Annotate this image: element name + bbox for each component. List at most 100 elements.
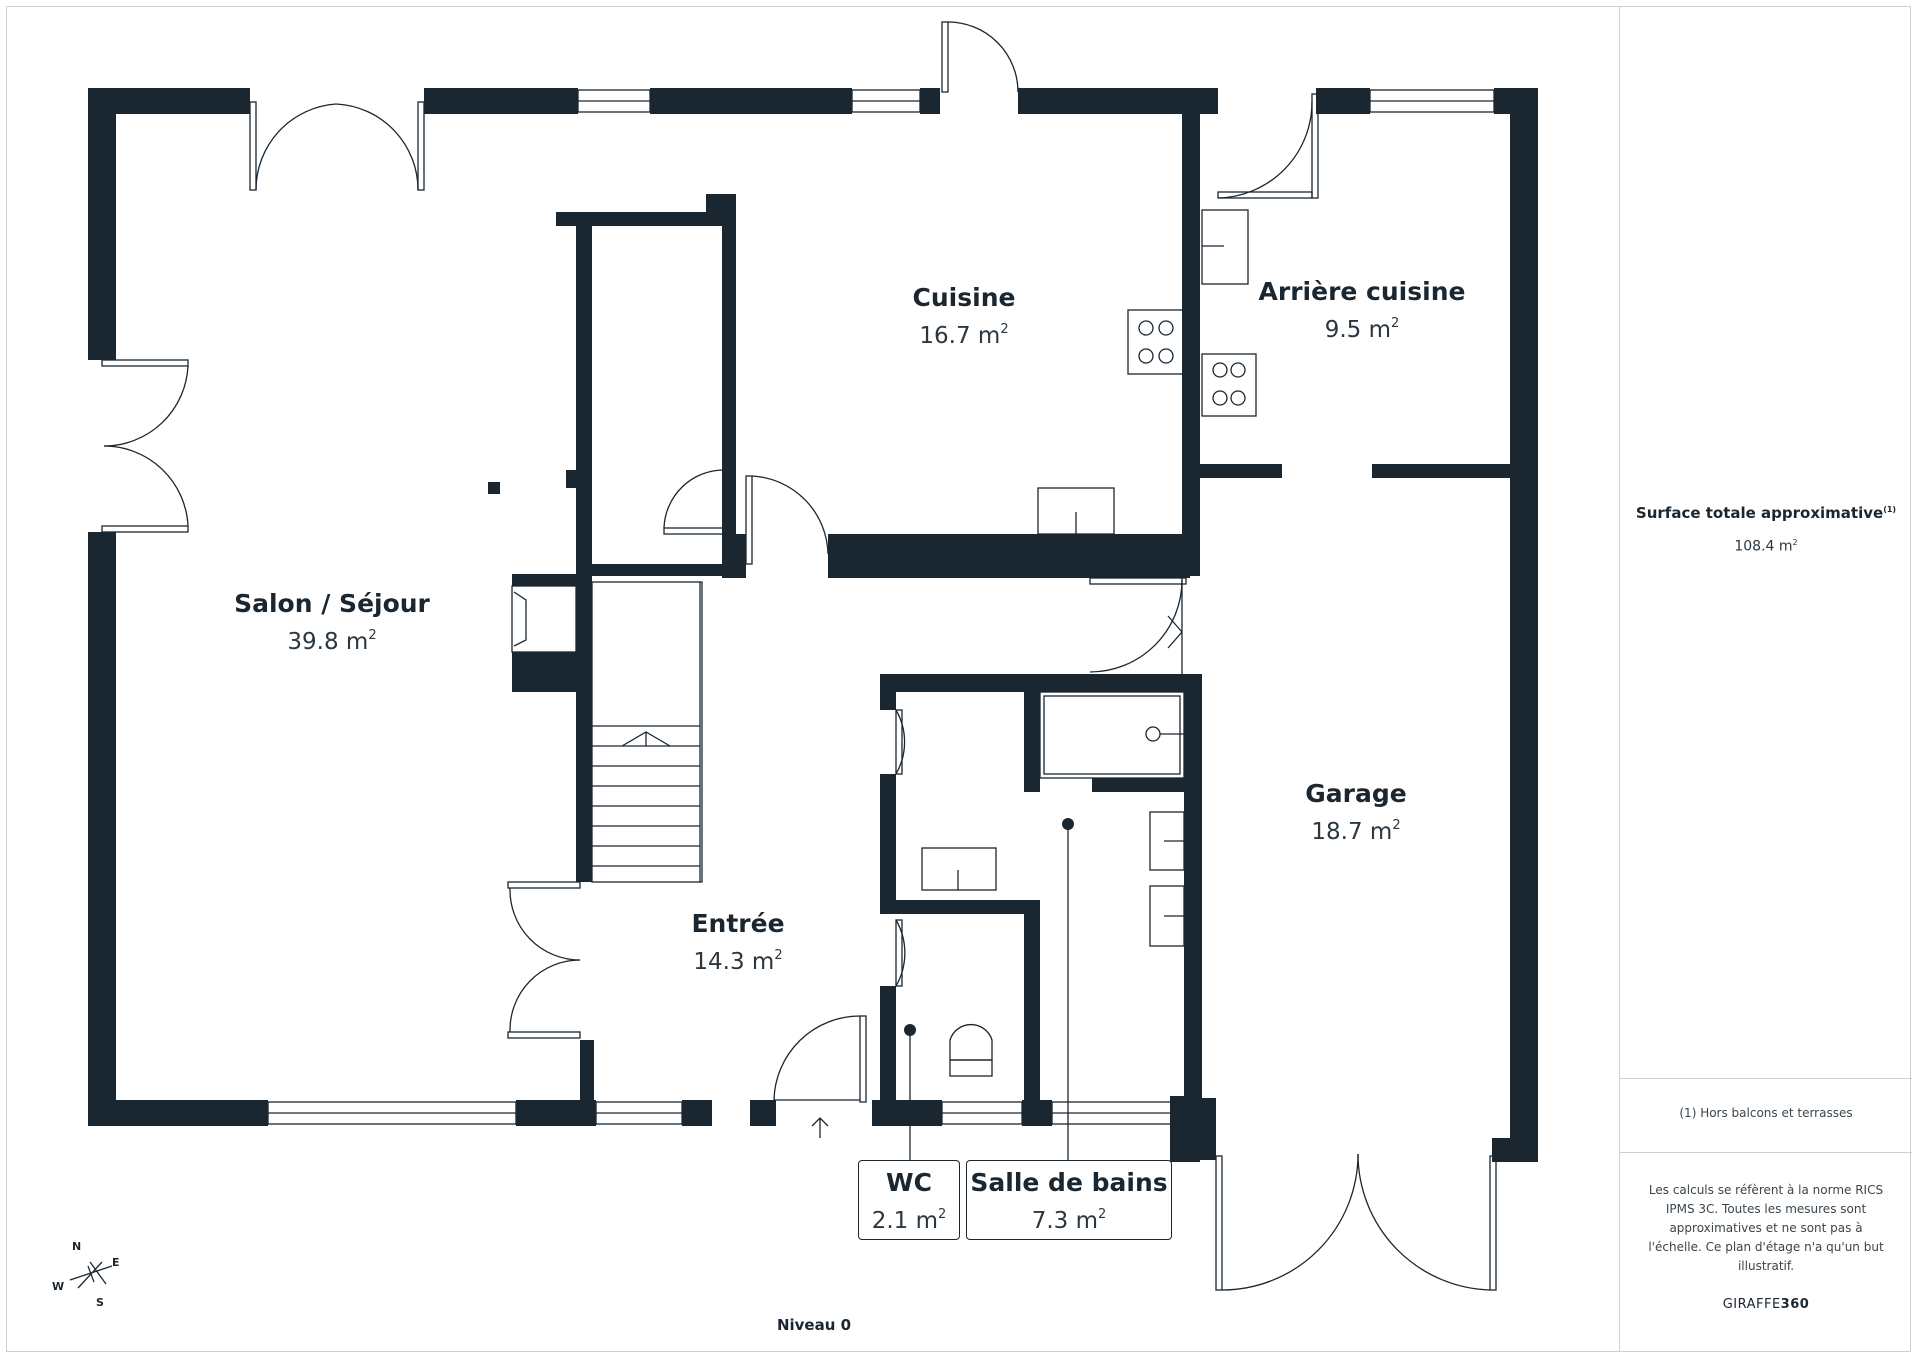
room-salon: Salon / Séjour 39.8 m2	[234, 588, 430, 658]
fireplace-top	[512, 574, 576, 586]
wall-garage-sw	[1170, 1096, 1200, 1162]
door-leaf-kitchen	[941, 21, 949, 93]
toilet	[949, 1023, 993, 1061]
room-name-cuisine: Cuisine	[912, 283, 1016, 312]
sidebar-divider-1	[1620, 1078, 1912, 1079]
garage-door-leaf-b	[1489, 1155, 1497, 1291]
callout-sdb: Salle de bains 7.3 m2	[966, 1160, 1172, 1240]
wall-wc-east	[1024, 900, 1040, 1114]
fireplace-base	[512, 652, 576, 692]
sidebar-divider-2	[1620, 1152, 1912, 1153]
front-door-arc	[773, 1015, 861, 1101]
room-name-salon: Salon / Séjour	[234, 589, 430, 618]
door-leaf-w-b	[101, 525, 189, 533]
room-name-entree: Entrée	[691, 909, 785, 938]
staircase	[591, 581, 703, 883]
markers	[904, 818, 1074, 1036]
wall-bath-shower	[1092, 778, 1184, 792]
door-arc-w-b	[103, 445, 189, 527]
wall-east	[1510, 88, 1538, 1162]
door-leaf-entree-b	[507, 1031, 581, 1039]
door-arc-wc	[895, 919, 906, 987]
door-arc-garage	[1089, 579, 1183, 673]
door-leaf-w-a	[101, 359, 189, 367]
compass-n: N	[72, 1240, 82, 1253]
walls	[88, 88, 1538, 1162]
room-area-sdb: 7.3 m2	[1031, 1207, 1107, 1234]
cooktop-arriere	[1201, 353, 1257, 417]
room-garage: Garage 18.7 m2	[1305, 778, 1406, 848]
door-leaf-cupboard	[663, 527, 727, 535]
room-cuisine: Cuisine 16.7 m2	[913, 282, 1016, 352]
room-name-sdb: Salle de bains	[970, 1168, 1168, 1197]
basin-3	[921, 847, 997, 891]
wall-arriere-south-1	[1182, 464, 1282, 478]
wall-int-c	[722, 194, 736, 564]
room-area-garage: 18.7 m2	[1311, 818, 1401, 845]
wall-south-3	[682, 1100, 712, 1126]
room-name-garage: Garage	[1305, 779, 1407, 808]
wall-north-2	[424, 88, 578, 114]
door-arc-hall	[751, 475, 829, 555]
wall-bath-north	[880, 674, 1202, 692]
wall-int-g	[566, 470, 576, 488]
total-area-title: Surface totale approximative(1)	[1635, 504, 1897, 522]
room-area-wc: 2.1 m2	[871, 1207, 947, 1234]
wall-int-d	[576, 212, 592, 582]
wall-wc-west	[880, 986, 896, 1114]
fixtures	[69, 21, 1497, 1291]
room-entree: Entrée 14.3 m2	[691, 908, 784, 978]
wall-bath-nw-2	[880, 774, 896, 914]
pillar	[488, 482, 500, 494]
footnote: (1) Hors balcons et terrasses	[1679, 1106, 1853, 1120]
cooktop-kitchen	[1127, 309, 1185, 375]
wall-int-e	[576, 564, 746, 576]
door-leaf-bath	[895, 709, 903, 775]
wall-kitchen-south	[828, 534, 1190, 578]
compass-w: W	[52, 1280, 65, 1293]
door-leaf-nw-b	[417, 101, 425, 191]
wall-kitchen-east	[1182, 114, 1200, 544]
total-area-value: 108.4 m2	[1734, 538, 1798, 555]
door-arc-cupboard	[663, 469, 725, 529]
door-leaf-hall	[745, 475, 753, 565]
brand-logo: GIRAFFE360	[1722, 1297, 1810, 1312]
marker-wc	[904, 1024, 916, 1036]
disclaimer: Les calculs se réfèrent à la norme RICS …	[1648, 1183, 1884, 1273]
callout-wc: WC 2.1 m2	[858, 1160, 960, 1240]
compass-e: E	[112, 1256, 120, 1269]
door-sill-arriere	[1217, 191, 1313, 199]
room-area-arriere-cuisine: 9.5 m2	[1324, 316, 1400, 343]
door-arc-w-a	[103, 365, 189, 447]
wall-bath-partition	[1024, 692, 1040, 792]
compass-rose	[69, 1261, 113, 1289]
compass-s: S	[96, 1296, 104, 1309]
front-door-leaf	[859, 1015, 867, 1103]
wall-garage-west	[1184, 674, 1202, 1126]
marker-sdb	[1062, 818, 1074, 830]
entry-arrow	[811, 1117, 829, 1138]
door-arc-nw-a	[255, 103, 337, 191]
wall-north-4	[920, 88, 940, 114]
sink-arriere	[1201, 209, 1249, 285]
garage-door-leaf-a	[1215, 1155, 1223, 1291]
level-label: Niveau 0	[776, 1316, 852, 1334]
room-arriere-cuisine: Arrière cuisine 9.5 m2	[1259, 276, 1466, 346]
door-leaf-wc	[895, 919, 903, 987]
door-leaf-arriere	[1311, 93, 1319, 199]
room-name-arriere-cuisine: Arrière cuisine	[1258, 277, 1466, 306]
fireplace	[511, 585, 577, 653]
garage-door-arc-a	[1221, 1153, 1359, 1291]
wall-stair-west	[576, 576, 592, 882]
door-leaf-nw-a	[249, 101, 257, 191]
door-arc-entree-b	[509, 959, 581, 1033]
wall-int-f	[722, 534, 746, 578]
bathtub	[1039, 691, 1185, 779]
door-leaf-entree-a	[507, 881, 581, 889]
room-area-entree: 14.3 m2	[693, 948, 783, 975]
wall-int-a	[556, 212, 716, 226]
door-arc-entree-a	[509, 887, 581, 961]
wall-north-5	[1018, 88, 1218, 114]
wall-west-2	[88, 532, 116, 1126]
garage-door-arc-b	[1357, 1153, 1491, 1291]
